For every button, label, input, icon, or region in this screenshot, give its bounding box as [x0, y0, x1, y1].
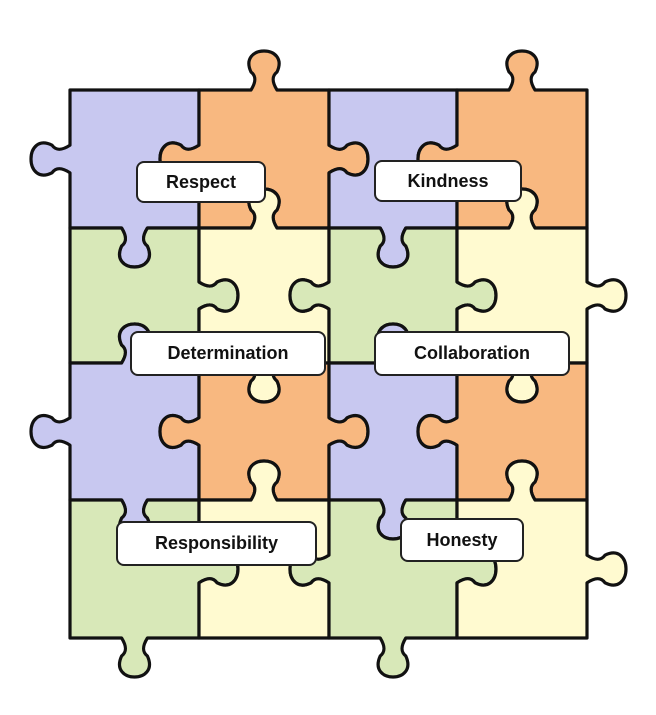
label-collaboration: Collaboration [374, 331, 570, 376]
label-respect: Respect [136, 161, 266, 203]
label-determination: Determination [130, 331, 326, 376]
puzzle-piece-p33 [455, 459, 628, 640]
label-honesty: Honesty [400, 518, 524, 562]
puzzle-pieces [29, 49, 628, 679]
label-kindness: Kindness [374, 160, 522, 202]
label-responsibility: Responsibility [116, 521, 317, 566]
